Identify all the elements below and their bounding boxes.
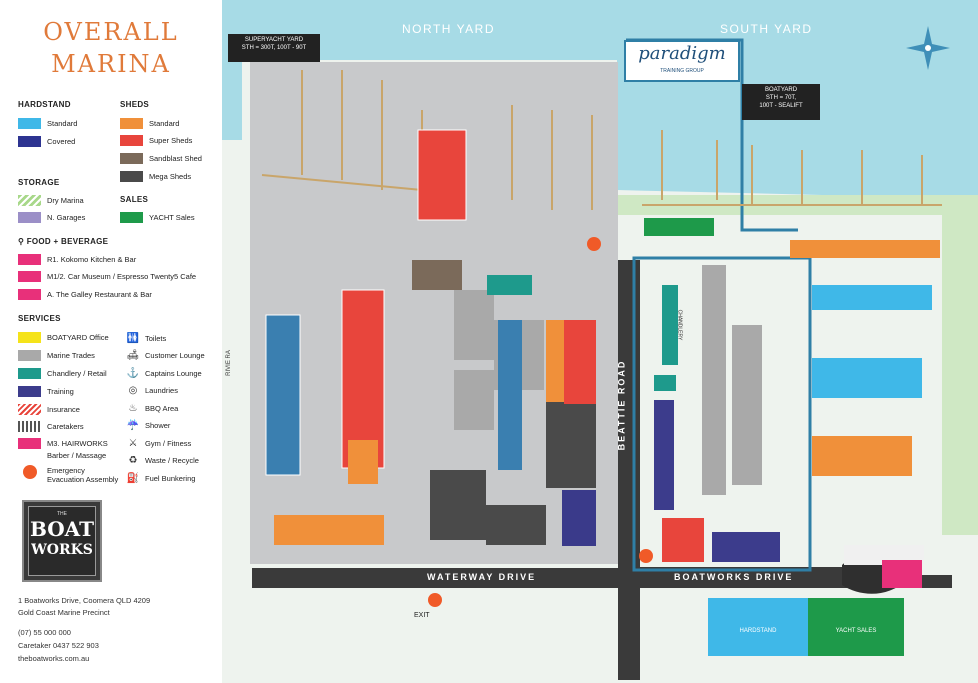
legend-laundry: ◎Laundries (128, 385, 178, 396)
website-link[interactable]: theboatworks.com.au (18, 654, 90, 663)
legend-dry-marina: Dry Marina (18, 194, 84, 206)
legend-caretakers: Caretakers (18, 420, 84, 432)
legend-marine-trades: Marine Trades (18, 349, 95, 361)
phone: (07) 55 000 000 (18, 628, 71, 637)
cutlery-icon: ⚲ (18, 237, 27, 246)
food-heading: ⚲ FOOD + BEVERAGE (18, 237, 109, 246)
legend-training: Training (18, 385, 74, 397)
legend-shed-sandblast: Sandblast Shed (120, 152, 202, 164)
lounge-icon: 🛋 (126, 350, 140, 361)
legend-emergency-sub: Evacuation Assembly (47, 475, 119, 484)
recycle-icon: ♻ (128, 455, 138, 466)
sheds-heading: SHEDS (120, 100, 150, 109)
shower-icon: ☔ (126, 420, 140, 431)
beattie-road-label: BEATTIE ROAD (616, 359, 627, 451)
gym-icon: ⚔ (128, 437, 138, 449)
compass-rose-icon (906, 26, 950, 70)
legend-hairworks: M3. HAIRWORKS (18, 437, 108, 449)
legend-boatyard-office: BOATYARD Office (18, 331, 109, 343)
legend-hardstand-covered: Covered (18, 135, 75, 147)
hardstand-block (708, 598, 808, 656)
waterway-drive-label: WATERWAY DRIVE (427, 572, 537, 582)
legend-bbq: ♨BBQ Area (128, 402, 179, 414)
legend-shed-mega: Mega Sheds (120, 170, 191, 182)
legend-shed-super: Super Sheds (120, 134, 192, 146)
legend-sidebar: OVERALL MARINA HARDSTAND Standard Covere… (0, 0, 223, 683)
legend-insurance: Insurance (18, 403, 80, 415)
legend-shed-standard: Standard (120, 117, 179, 129)
legend-car-museum: M1/2. Car Museum / Espresso Twenty5 Cafe (18, 270, 196, 282)
hardstand-heading: HARDSTAND (18, 100, 71, 109)
laundry-icon: ◎ (128, 385, 138, 396)
riviera-label: RIVIE RA (225, 350, 232, 376)
legend-shower: ☔Shower (126, 420, 171, 431)
exit-label: EXIT (414, 612, 430, 619)
toilets-icon: 🚻 (126, 332, 140, 344)
legend-lounge: 🛋Customer Lounge (126, 350, 205, 361)
legend-yacht-sales: YACHT Sales (120, 211, 195, 223)
legend-toilets: 🚻Toilets (126, 332, 167, 344)
legend-chandlery: Chandlery / Retail (18, 367, 107, 379)
legend-recycle: ♻Waste / Recycle (128, 455, 199, 466)
bbq-icon: ♨ (128, 402, 138, 414)
caretaker-phone: Caretaker 0437 522 903 (18, 641, 99, 650)
chandlery-label: CHANDLERY (676, 309, 683, 341)
address: 1 Boatworks Drive, Coomera QLD 4209 (18, 596, 151, 605)
legend-hairworks-sub: Barber / Massage (47, 451, 107, 460)
south-yard-label: SOUTH YARD (720, 22, 813, 36)
marina-berths (261, 70, 942, 210)
beattie-road (618, 260, 640, 680)
legend-garages: N. Garages (18, 211, 85, 223)
legend-galley: A. The Galley Restaurant & Bar (18, 288, 152, 300)
boatworks-drive-label: BOATWORKS DRIVE (674, 572, 794, 582)
north-yard-label: NORTH YARD (402, 22, 496, 36)
paradigm-logo: paradigm TRAINING GROUP (624, 40, 740, 82)
training-route (632, 256, 812, 572)
legend-hardstand-standard: Standard (18, 117, 77, 129)
hardstand-label: HARDSTAND (739, 628, 777, 634)
legend-gym: ⚔Gym / Fitness (128, 437, 192, 449)
fuel-icon: ⛽ (126, 472, 140, 484)
legend-emergency: Emergency (18, 464, 85, 479)
map-canvas (222, 0, 978, 683)
title-line1: OVERALL (43, 18, 179, 46)
legend-captain: ⚓Captains Lounge (126, 367, 202, 379)
captain-icon: ⚓ (126, 367, 140, 379)
storage-heading: STORAGE (18, 178, 60, 187)
legend-kokomo: R1. Kokomo Kitchen & Bar (18, 253, 136, 265)
yacht-sales-block (808, 598, 904, 656)
services-heading: SERVICES (18, 314, 61, 323)
legend-fuel: ⛽Fuel Bunkering (126, 472, 196, 484)
water (222, 0, 978, 204)
boatworks-logo: THE BOAT WORKS (22, 500, 102, 582)
precinct: Gold Coast Marine Precinct (18, 608, 110, 617)
sales-heading: SALES (120, 195, 149, 204)
yacht-sales-label: YACHT SALES (835, 628, 877, 634)
title-line2: MARINA (51, 50, 171, 78)
